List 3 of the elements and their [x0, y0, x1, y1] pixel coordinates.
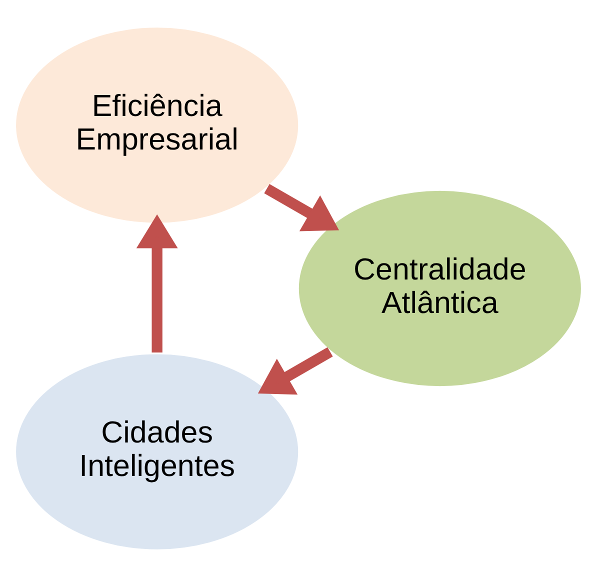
arrow [264, 183, 340, 231]
arrow [258, 346, 333, 394]
arrow [136, 214, 178, 352]
